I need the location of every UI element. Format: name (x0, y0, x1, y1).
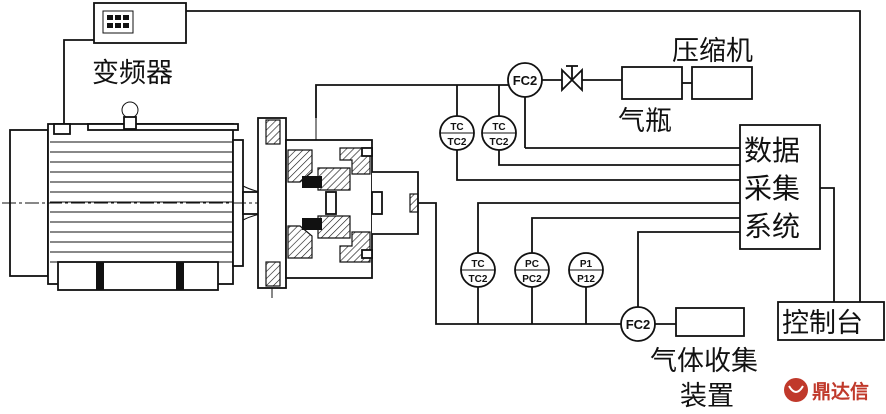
console-box (777, 301, 885, 341)
daq-label-1: 数据 (744, 134, 800, 167)
gas-cylinder-label: 气瓶 (618, 106, 672, 137)
motor (9, 101, 414, 291)
signal-tc-2 (498, 150, 740, 166)
svg-text:TC2: TC2 (469, 274, 488, 285)
compressor-label: 压缩机 (672, 36, 753, 67)
daq-box (739, 124, 821, 250)
svg-text:TC: TC (450, 122, 463, 133)
signal-tc-lower (477, 202, 740, 253)
motor-cooling-fins (50, 141, 232, 263)
daq-label-3: 系统 (744, 210, 800, 243)
inverter: 变频器 (92, 2, 187, 89)
inverter-label: 变频器 (92, 58, 173, 89)
svg-text:TC: TC (471, 259, 484, 270)
svg-text:P12: P12 (577, 274, 595, 285)
svg-text:FC2: FC2 (513, 73, 538, 88)
gas-collection-label-1: 气体收集 (650, 346, 758, 377)
outlet-line (418, 202, 622, 325)
p-lower-instrument: P1 P12 (568, 252, 604, 288)
daq-label-2: 采集 (744, 172, 800, 205)
fc-bottom-instrument: FC2 (620, 306, 656, 342)
svg-text:TC2: TC2 (490, 137, 509, 148)
seal-chamber (257, 117, 419, 298)
tc-upper-1-instrument: TC TC2 (439, 115, 475, 151)
inlet-line (315, 84, 508, 118)
motor-body (47, 123, 234, 285)
svg-text:TC: TC (492, 122, 505, 133)
tc-lower-instrument: TC TC2 (460, 252, 496, 288)
svg-text:PC: PC (525, 259, 539, 270)
gas-collection-label-2: 装置 (680, 381, 734, 412)
svg-text:TC2: TC2 (448, 137, 467, 148)
inverter-to-console-wire (186, 10, 861, 302)
signal-tc-1 (456, 150, 740, 181)
console-label: 控制台 (782, 308, 863, 339)
watermark: 鼎达信 (784, 378, 869, 403)
inverter-to-motor-wire (63, 39, 94, 128)
svg-text:FC2: FC2 (626, 317, 651, 332)
lifting-eye-icon (121, 101, 139, 119)
watermark-logo-icon (784, 378, 808, 402)
compressor-box (691, 66, 753, 100)
gas-cylinder-box (621, 66, 683, 100)
svg-text:PC2: PC2 (522, 274, 542, 285)
svg-text:P1: P1 (580, 259, 593, 270)
signal-fc-bottom (637, 231, 740, 308)
daq-to-console-wire (820, 187, 835, 302)
inverter-display-icon (102, 10, 134, 34)
motor-base (57, 261, 219, 291)
tc-upper-2-instrument: TC TC2 (481, 115, 517, 151)
watermark-text: 鼎达信 (812, 380, 869, 403)
gas-collection-box (675, 307, 745, 337)
pc-lower-instrument: PC PC2 (514, 252, 550, 288)
fc-top-instrument: FC2 (507, 62, 543, 98)
signal-pc-lower (531, 217, 740, 253)
